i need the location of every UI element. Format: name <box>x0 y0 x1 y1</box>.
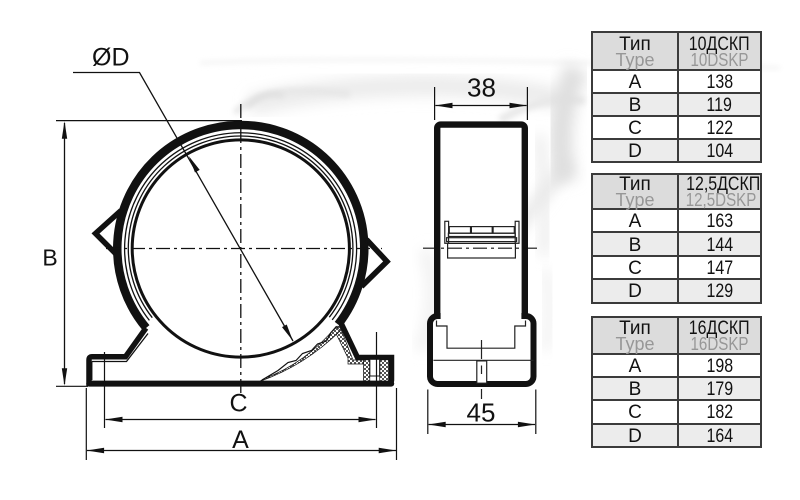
svg-text:A: A <box>232 426 249 454</box>
svg-text:B: B <box>42 245 57 271</box>
svg-text:C: C <box>229 390 247 418</box>
svg-text:ØD: ØD <box>92 44 130 72</box>
svg-text:45: 45 <box>467 398 496 428</box>
svg-text:38: 38 <box>467 73 496 103</box>
